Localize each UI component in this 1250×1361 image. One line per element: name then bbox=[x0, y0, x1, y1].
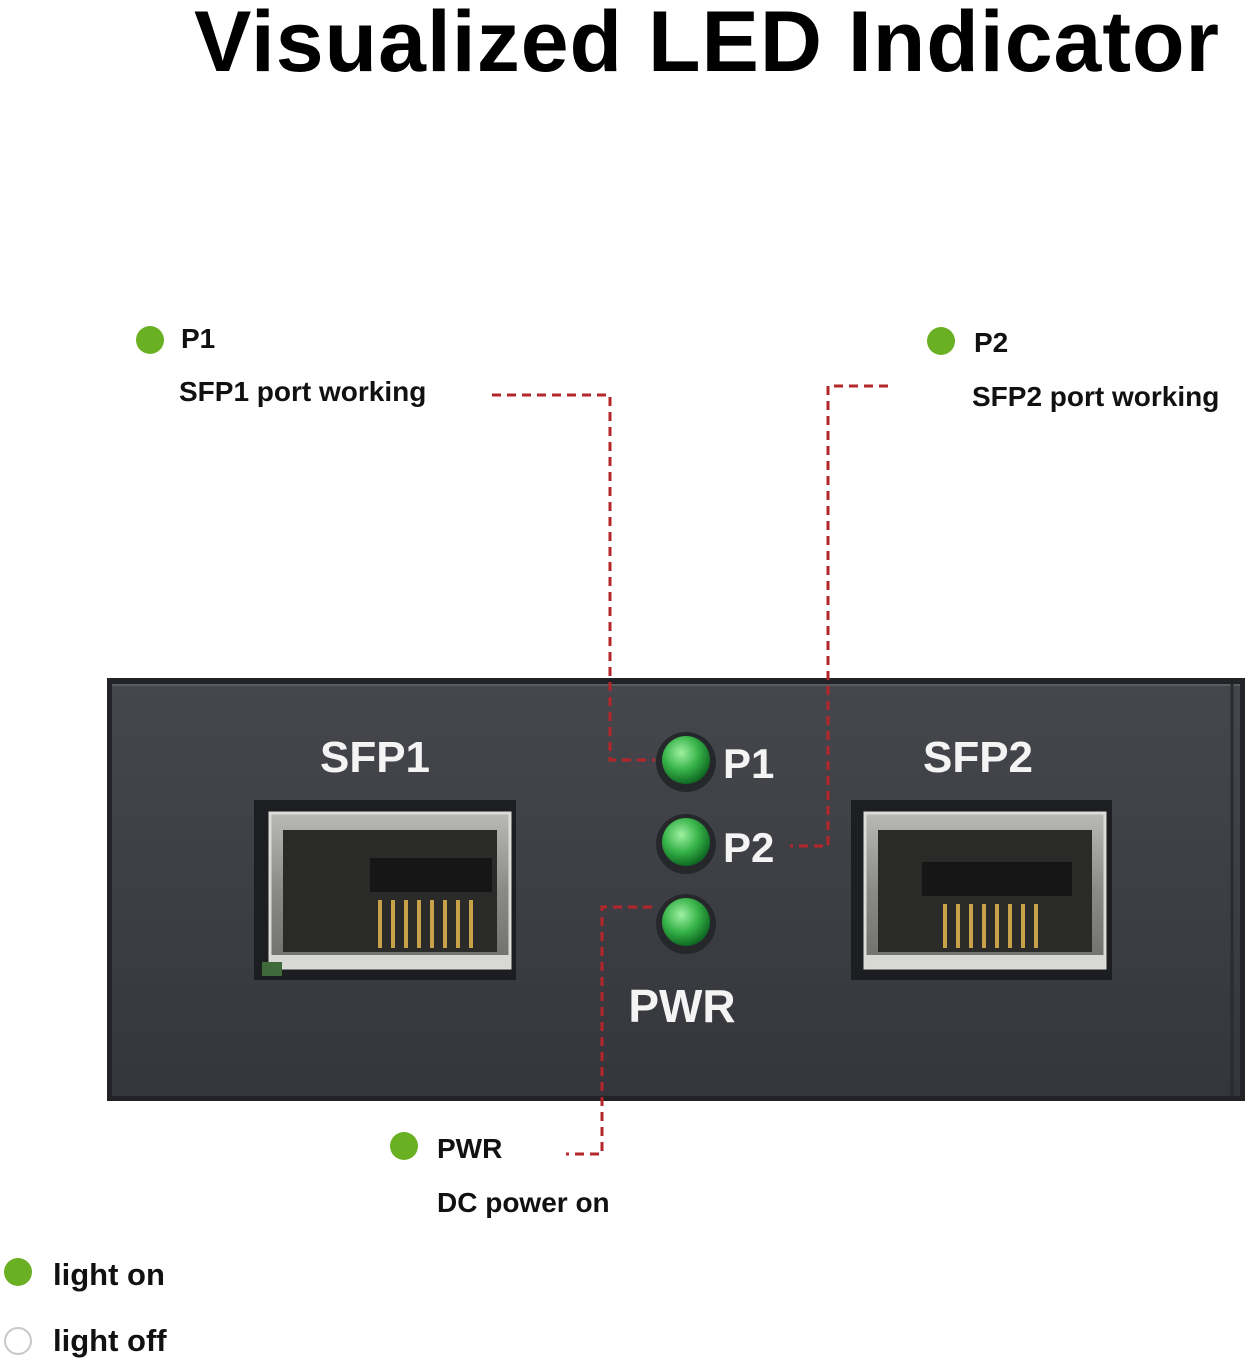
p1-leader-line bbox=[492, 393, 655, 762]
callout-p1-description: SFP1 port working bbox=[179, 376, 427, 407]
p1-led-label: P1 bbox=[723, 740, 774, 787]
sfp2-port-label: SFP2 bbox=[923, 733, 1033, 782]
light-off-legend-icon bbox=[4, 1327, 32, 1355]
p2-led bbox=[662, 818, 710, 866]
sfp1-port-label: SFP1 bbox=[320, 733, 430, 782]
pwr-led bbox=[662, 898, 710, 946]
p2-led-label: P2 bbox=[723, 824, 774, 871]
pwr-leader-line bbox=[566, 905, 652, 1156]
pwr-led-indicator-icon bbox=[390, 1132, 418, 1160]
page-title: Visualized LED Indicator bbox=[194, 0, 1220, 90]
sfp2-port bbox=[851, 800, 1112, 980]
p2-led-indicator-icon bbox=[927, 327, 955, 355]
callout-p1-name: P1 bbox=[181, 323, 216, 354]
callout-p2-description: SFP2 port working bbox=[972, 381, 1220, 412]
legend-light-off-label: light off bbox=[53, 1323, 167, 1358]
legend-light-on-label: light on bbox=[53, 1257, 165, 1292]
callout-pwr-name: PWR bbox=[437, 1133, 503, 1164]
p2-leader-line bbox=[790, 384, 888, 848]
callout-p2-name: P2 bbox=[974, 327, 1009, 358]
p1-led-indicator-icon bbox=[136, 326, 164, 354]
sfp1-port bbox=[254, 800, 516, 980]
callout-pwr-description: DC power on bbox=[437, 1187, 610, 1218]
light-on-legend-icon bbox=[4, 1258, 32, 1286]
p1-led bbox=[662, 736, 710, 784]
pwr-led-label: PWR bbox=[628, 980, 735, 1032]
